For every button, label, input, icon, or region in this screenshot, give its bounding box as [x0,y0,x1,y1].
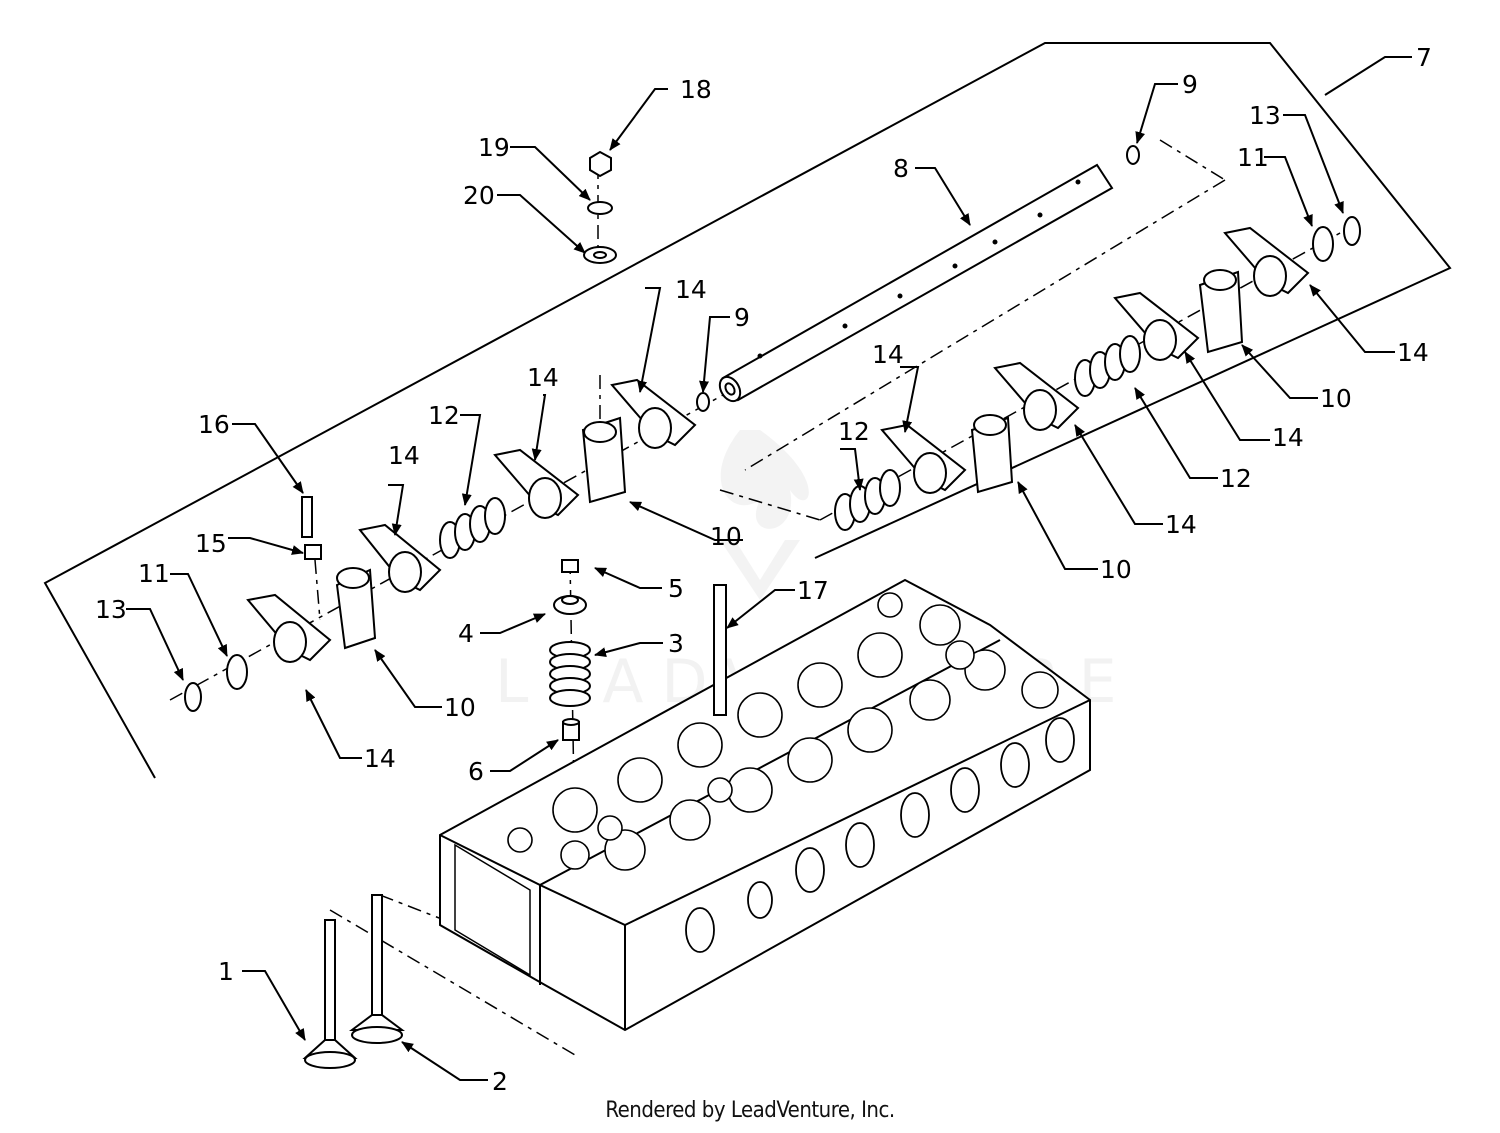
callout-2: 2 [492,1067,508,1096]
callout-11a: 11 [138,559,170,588]
stud [713,584,727,716]
callout-7: 7 [1416,43,1432,72]
callout-11b: 11 [1237,143,1269,172]
callout-14f: 14 [1165,510,1197,539]
nut-washers [583,150,617,264]
callout-16: 16 [198,410,230,439]
callout-6: 6 [468,757,484,786]
callout-14a: 14 [364,744,396,773]
rocker-assembly-frame [43,42,1452,779]
callout-3: 3 [668,629,684,658]
rocker-shaft [718,163,1114,403]
callout-8: 8 [893,154,909,183]
callout-15: 15 [195,529,227,558]
callout-9b: 9 [734,303,750,332]
valves [302,894,405,1069]
callout-10b: 10 [1100,555,1132,584]
callout-12a: 12 [428,401,460,430]
valve-spring-parts [549,559,591,741]
callout-14d: 14 [675,275,707,304]
callout-5: 5 [668,574,684,603]
callout-18: 18 [680,75,712,104]
callout-12c: 12 [1220,464,1252,493]
callout-9a: 9 [1182,70,1198,99]
cylinder-head [439,578,1091,1032]
callout-14h: 14 [1397,338,1429,367]
rocker-components [184,145,1361,712]
callout-12b: 12 [838,417,870,446]
callout-10c: 10 [1320,384,1352,413]
footer-credit: Rendered by LeadVenture, Inc. [605,1098,895,1123]
callout-labels: 1 2 3 4 5 6 7 8 9 9 10 10 10 10 11 11 12… [95,43,1432,1096]
callout-13b: 13 [1249,101,1281,130]
callout-19: 19 [478,133,510,162]
callout-13a: 13 [95,595,127,624]
leader-lines [126,56,1412,1081]
callout-1: 1 [218,957,234,986]
callout-10d: 10 [444,693,476,722]
callout-14e: 14 [872,340,904,369]
callout-10a: 10 [710,522,742,551]
adjusting-screw [301,496,322,560]
callout-14g: 14 [1272,423,1304,452]
callout-17: 17 [797,576,829,605]
callout-14b: 14 [388,441,420,470]
callout-20: 20 [463,181,495,210]
callout-4: 4 [458,619,474,648]
callout-14c: 14 [527,363,559,392]
